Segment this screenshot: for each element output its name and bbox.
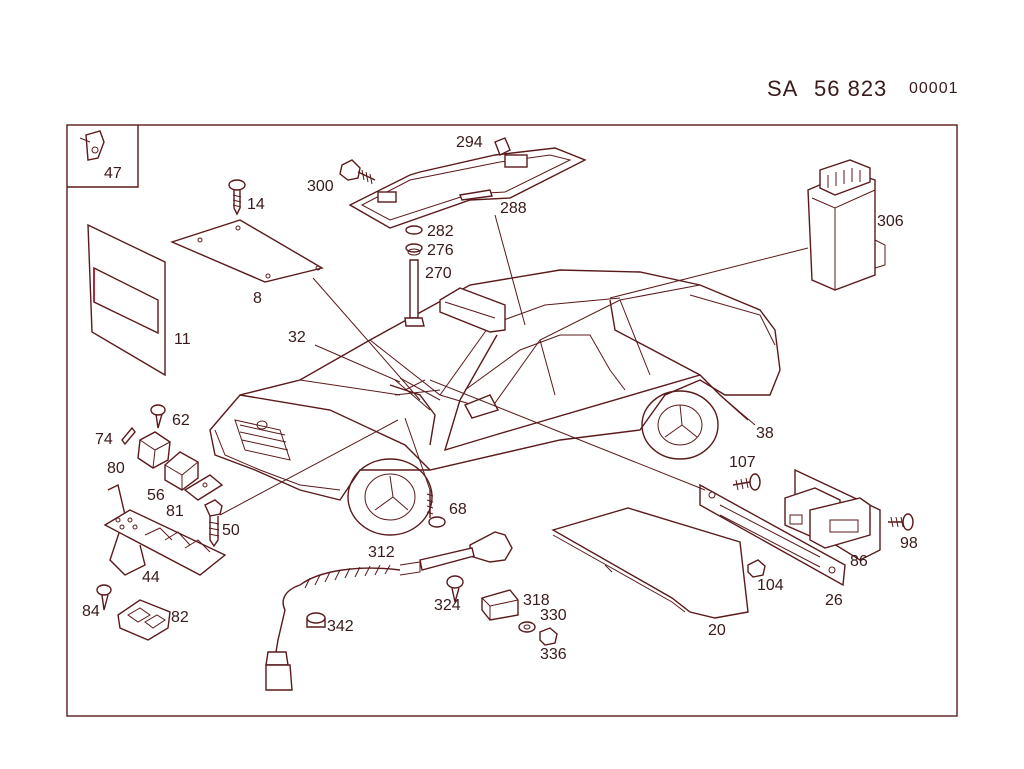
callout-38: 38 [756,425,774,442]
part-300-bolt [339,159,376,185]
callout-86: 86 [850,553,868,570]
part-288-bracket [348,137,587,229]
callout-8: 8 [253,290,262,307]
callout-47: 47 [104,165,122,182]
callout-82: 82 [171,609,189,626]
part-50-screw [204,499,223,548]
part-81-bracket [183,474,224,501]
part-80-relay [137,431,171,469]
callout-81: 81 [166,503,184,520]
callout-20: 20 [708,622,726,639]
callout-288: 288 [500,200,527,217]
callout-294: 294 [456,134,483,151]
callout-32: 32 [288,329,306,346]
header-prefix: SA [767,76,799,101]
callout-14: 14 [247,196,265,213]
wiring-harness [389,299,749,452]
callout-318: 318 [523,592,550,609]
part-98-screw [888,513,914,531]
callout-50: 50 [222,522,240,539]
callout-270: 270 [425,265,452,282]
callout-80: 80 [107,460,125,477]
part-26-rail [699,483,846,587]
header-number: 56 823 [814,76,888,101]
callout-104: 104 [757,577,784,594]
callout-342: 342 [327,618,354,635]
part-8-panel [170,219,324,283]
part-56-relay [164,451,199,491]
inset-box [67,125,139,188]
part-47-clip [79,130,105,161]
callout-282: 282 [427,223,454,240]
callout-336: 336 [540,646,567,663]
part-324-screw [446,575,464,603]
part-20-cover [551,507,749,619]
part-14-screw [228,179,246,216]
callout-107: 107 [729,454,756,471]
leader-lines [219,214,809,516]
part-44-holder [103,483,227,576]
diagram-frame [66,124,958,717]
part-82-connector [117,599,171,641]
part-342-grommet [306,612,326,628]
header-code: 00001 [909,80,959,97]
callout-300: 300 [307,178,334,195]
part-330-washer [518,621,536,633]
callout-98: 98 [900,535,918,552]
callout-62: 62 [172,412,190,429]
callout-44: 44 [142,569,160,586]
part-84-screw [96,584,112,611]
callout-labels: 47 14 8 11 300 294 288 282 276 270 306 3… [82,134,918,663]
part-68-bolt [426,490,446,528]
callout-312: 312 [368,544,395,561]
part-62-screw [150,404,166,429]
callout-26: 26 [825,592,843,609]
callout-68: 68 [449,501,467,518]
callout-56: 56 [147,487,165,504]
part-270-antenna [404,225,425,327]
callout-306: 306 [877,213,904,230]
callout-74: 74 [95,431,113,448]
part-312-microphone [265,531,513,691]
callout-324: 324 [434,597,461,614]
part-11-plate [87,223,166,377]
part-318-clip [481,589,519,621]
part-107-screw [732,473,761,491]
part-336-nut [539,627,558,646]
callout-11: 11 [174,331,191,348]
callout-84: 84 [82,603,100,620]
callout-330: 330 [540,607,567,624]
part-104-nut [747,559,766,578]
part-306-module [807,159,886,291]
part-86-radio [784,468,881,561]
callout-276: 276 [427,242,454,259]
part-74-pin [121,426,136,446]
car-body [209,269,781,536]
